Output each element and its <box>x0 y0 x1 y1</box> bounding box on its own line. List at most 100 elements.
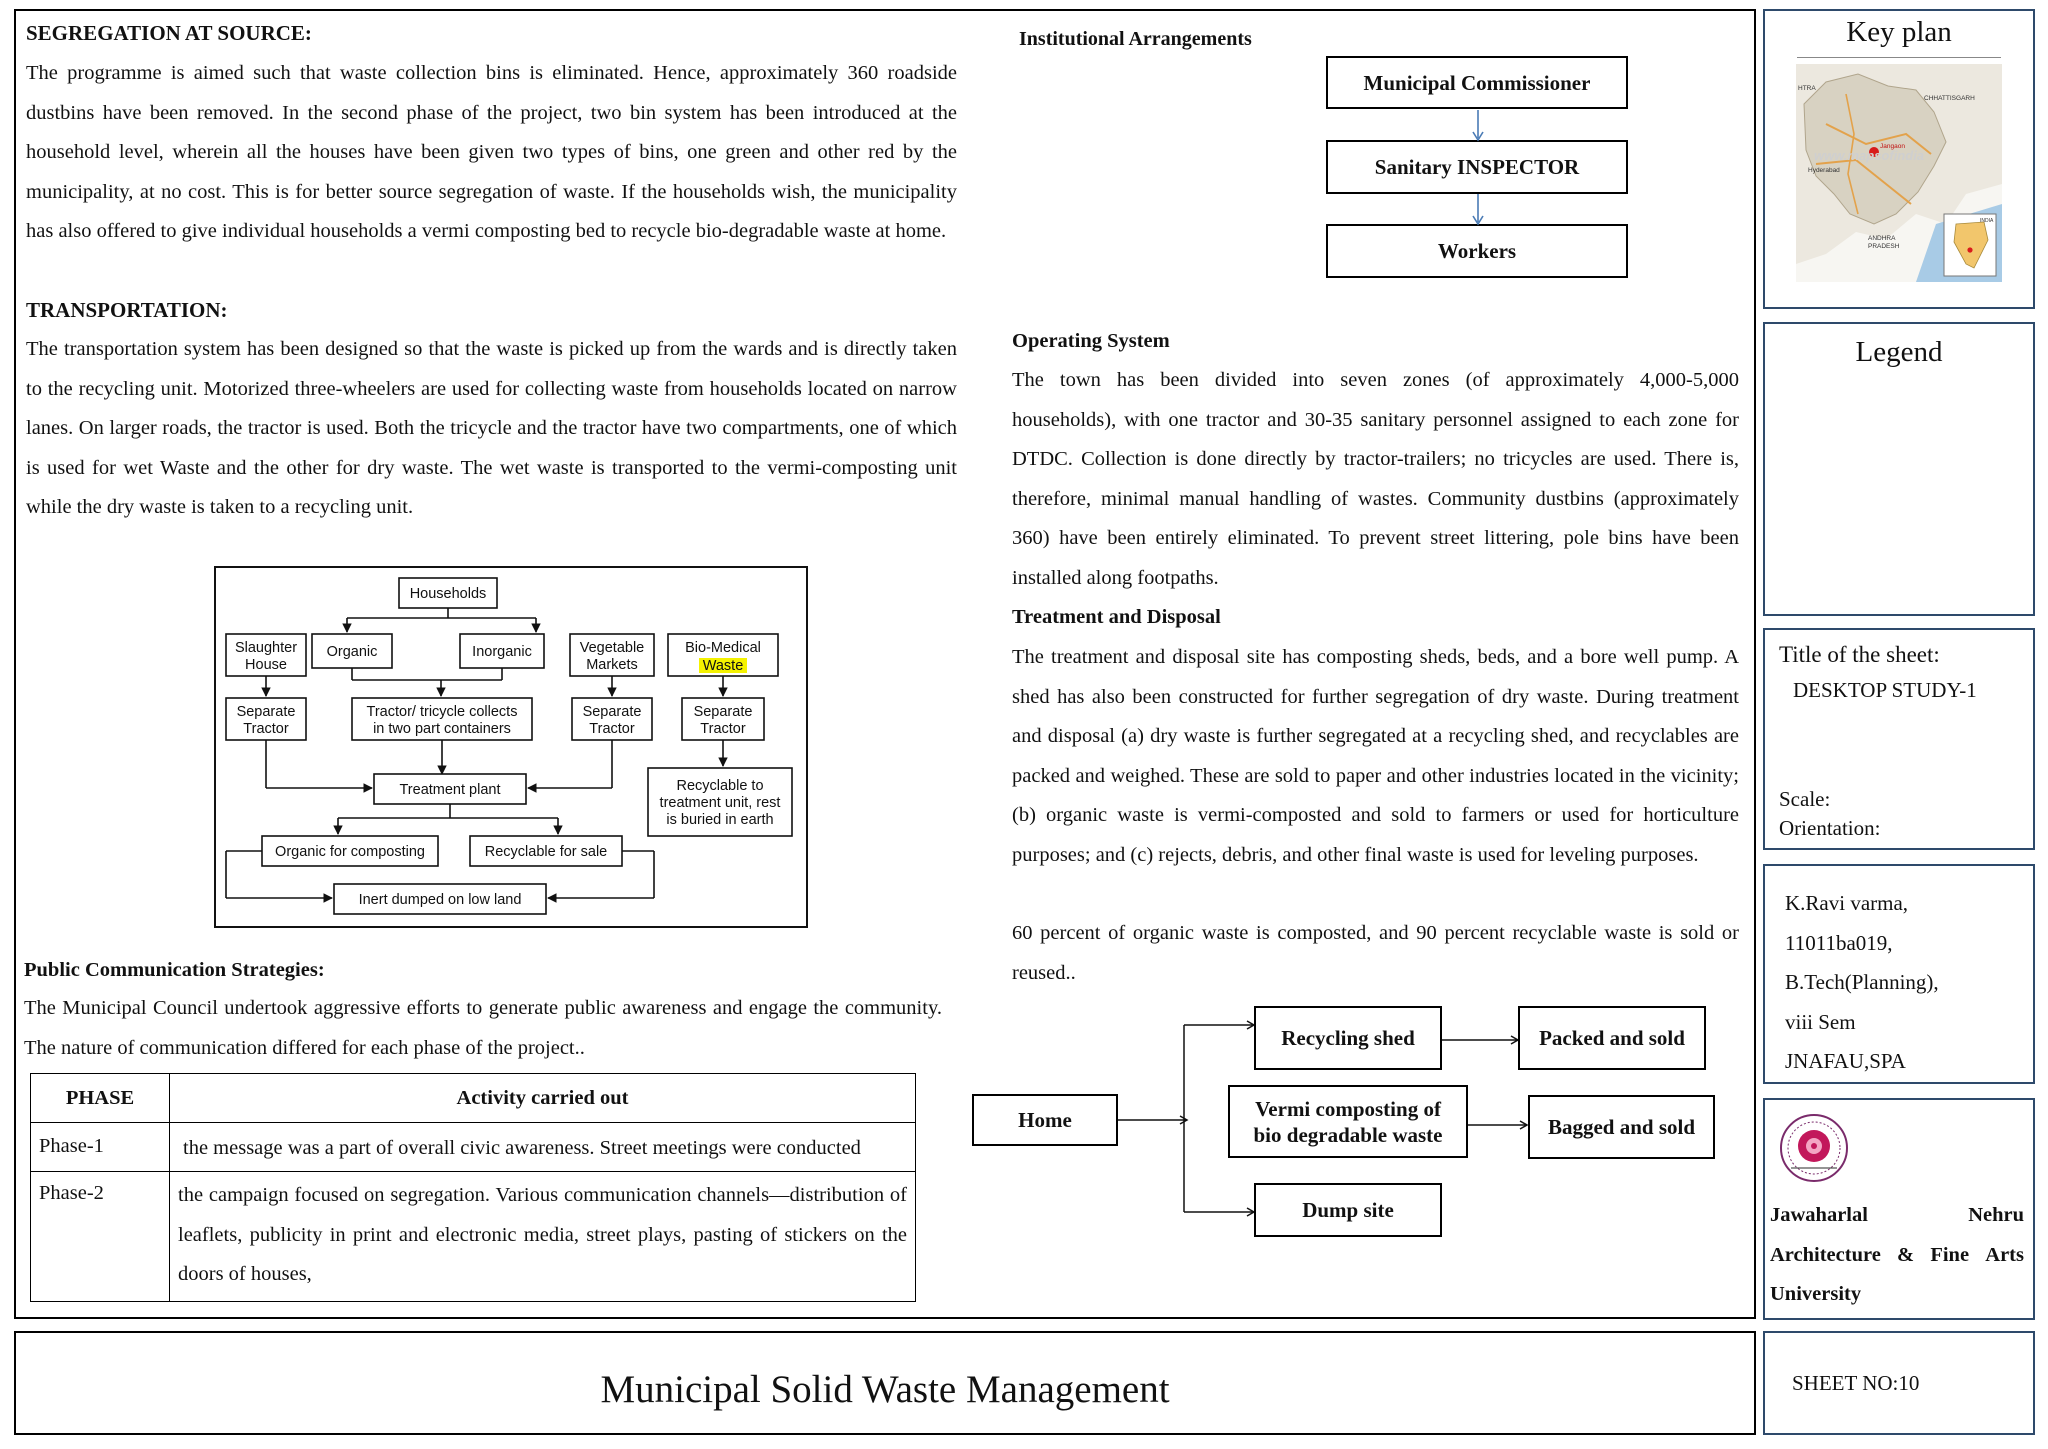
phase-activity-table: PHASE Activity carried out Phase-1 the m… <box>30 1073 916 1302</box>
university-name-2c: Arts <box>1985 1243 2024 1266</box>
flow-vermi-line-2: bio degradable waste <box>1253 1122 1443 1147</box>
map-label-jangaon: Jangaon <box>1880 143 1905 150</box>
key-plan-title: Key plan <box>1846 16 1952 48</box>
author-semester: viii Sem <box>1785 1009 1856 1034</box>
fc-inorganic: Inorganic <box>472 644 532 660</box>
sheet-info-panel <box>1763 628 2035 850</box>
fc-sep-tractor-1b: Tractor <box>243 721 289 737</box>
map-label-chhattisgarh: CHHATTISGARH <box>1924 95 1975 102</box>
flow-vermi-line-1: Vermi composting of <box>1255 1096 1441 1121</box>
map-label-pradesh: PRADESH <box>1868 243 1900 250</box>
table-cell-activity: the campaign focused on segregation. Var… <box>169 1171 916 1302</box>
sheet-title-value: DESKTOP STUDY-1 <box>1793 678 1977 702</box>
university-name-3: University <box>1770 1283 1862 1305</box>
university-name-1b: Nehru <box>1968 1204 2024 1226</box>
fc-inert-dumped: Inert dumped on low land <box>359 892 522 908</box>
fc-organic-composting: Organic for composting <box>275 844 425 860</box>
fc-slaughter-1: Slaughter <box>235 640 297 656</box>
sheet-number: SHEET NO:10 <box>1792 1371 1920 1395</box>
waste-flowchart: Households Slaughter House Organic Inorg… <box>214 566 808 928</box>
university-name-2b: Fine <box>1930 1243 1970 1266</box>
author-course: B.Tech(Planning), <box>1785 970 1939 994</box>
transportation-heading: TRANSPORTATION: <box>26 298 228 322</box>
table-cell-phase: Phase-2 <box>30 1171 170 1302</box>
fc-sep-tractor-2b: Tractor <box>589 721 635 737</box>
university-name-1a: Jawaharlal <box>1770 1204 1868 1226</box>
sheet-number-panel <box>1763 1331 2035 1435</box>
fc-sep-tractor-2a: Separate <box>583 704 642 720</box>
org-sanitary-inspector: Sanitary INSPECTOR <box>1326 140 1628 194</box>
map-label-htra: HTRA <box>1798 85 1816 92</box>
public-comm-heading: Public Communication Strategies: <box>24 959 325 981</box>
org-chart-arrows <box>1472 110 1484 226</box>
university-panel <box>1763 1098 2035 1320</box>
fc-slaughter-2: House <box>245 657 287 673</box>
org-municipal-commissioner: Municipal Commissioner <box>1326 56 1628 109</box>
table-header-activity: Activity carried out <box>169 1073 916 1123</box>
scale-label: Scale: <box>1779 787 1831 811</box>
treatment-text-2: 60 percent of organic waste is composted… <box>1012 922 1739 984</box>
operating-heading: Operating System <box>1012 330 1170 352</box>
key-plan-map: HTRA CHHATTISGARH Jangaon Hyderabad ANDH… <box>1796 64 2002 282</box>
public-comm-text: The Municipal Council undertook aggressi… <box>24 997 942 1059</box>
segregation-text: The programme is aimed such that waste c… <box>26 62 957 242</box>
flow-recycling-shed: Recycling shed <box>1254 1006 1442 1070</box>
author-block: K.Ravi varma, 11011ba019, B.Tech(Plannin… <box>1785 884 1939 1082</box>
fc-tractor-collects-1: Tractor/ tricycle collects <box>367 704 518 720</box>
transportation-text: The transportation system has been desig… <box>26 338 957 518</box>
institutional-heading: Institutional Arrangements <box>1019 28 1252 50</box>
university-name-2amp: & <box>1897 1243 1915 1266</box>
fc-treatment-plant: Treatment plant <box>399 782 500 798</box>
fc-biomedical-2: Waste <box>703 658 744 674</box>
fc-recyclable-1: Recyclable to <box>676 778 763 794</box>
fc-vegetable-1: Vegetable <box>580 640 645 656</box>
flow-dump-site: Dump site <box>1254 1183 1442 1237</box>
fc-sep-tractor-1a: Separate <box>237 704 296 720</box>
flow-packed-sold: Packed and sold <box>1518 1006 1706 1070</box>
table-header-phase: PHASE <box>30 1073 170 1123</box>
org-workers: Workers <box>1326 224 1628 278</box>
home-flow-connectors <box>1118 1020 1529 1217</box>
table-header-row: PHASE Activity carried out <box>30 1073 916 1123</box>
fc-tractor-collects-2: in two part containers <box>373 721 511 737</box>
university-name: Jawaharlal Nehru Architecture & Fine Art… <box>1770 1196 2024 1315</box>
treatment-text: The treatment and disposal site has comp… <box>1012 646 1739 866</box>
map-label-india: INDIA <box>1980 218 1994 224</box>
map-label-andhra: ANDHRA <box>1868 235 1896 242</box>
key-plan-panel <box>1763 9 2035 309</box>
author-roll: 11011ba019, <box>1785 930 1893 955</box>
author-institute: JNAFAU,SPA <box>1785 1049 1906 1073</box>
fc-recyclable-sale: Recyclable for sale <box>485 844 608 860</box>
operating-text: The town has been divided into seven zon… <box>1012 369 1739 589</box>
table-cell-activity: the message was a part of overall civic … <box>169 1122 916 1172</box>
university-logo <box>1780 1114 1848 1182</box>
sheet-title-label: Title of the sheet: <box>1779 642 1940 667</box>
fc-sep-tractor-3b: Tractor <box>700 721 746 737</box>
author-panel <box>1763 864 2035 1084</box>
fc-organic: Organic <box>327 644 378 660</box>
flow-bagged-sold: Bagged and sold <box>1528 1095 1715 1159</box>
author-name: K.Ravi varma, <box>1785 891 1909 915</box>
fc-recyclable-2: treatment unit, rest <box>660 795 781 811</box>
orientation-label: Orientation: <box>1779 816 1881 840</box>
fc-vegetable-2: Markets <box>586 657 638 673</box>
map-watermark: www.mapsofindia <box>1814 148 1924 163</box>
legend-panel <box>1763 322 2035 616</box>
fc-biomedical-1: Bio-Medical <box>685 640 761 656</box>
table-cell-phase: Phase-1 <box>30 1122 170 1172</box>
footer-title: Municipal Solid Waste Management <box>600 1368 1170 1411</box>
fc-recyclable-3: is buried in earth <box>666 812 773 828</box>
treatment-heading: Treatment and Disposal <box>1012 606 1221 628</box>
flow-vermi-composting: Vermi composting of bio degradable waste <box>1228 1085 1468 1158</box>
key-plan-underline <box>1797 57 2001 58</box>
footer-title-frame <box>14 1331 1756 1435</box>
flow-home: Home <box>972 1094 1118 1146</box>
table-row: Phase-1 the message was a part of overal… <box>30 1122 916 1172</box>
table-row: Phase-2 the campaign focused on segregat… <box>30 1171 916 1302</box>
fc-households: Households <box>410 586 487 602</box>
fc-sep-tractor-3a: Separate <box>694 704 753 720</box>
main-content-frame <box>14 9 1756 1319</box>
legend-title: Legend <box>1855 336 1943 368</box>
university-name-2a: Architecture <box>1770 1243 1881 1266</box>
map-label-hyderabad: Hyderabad <box>1808 167 1840 174</box>
